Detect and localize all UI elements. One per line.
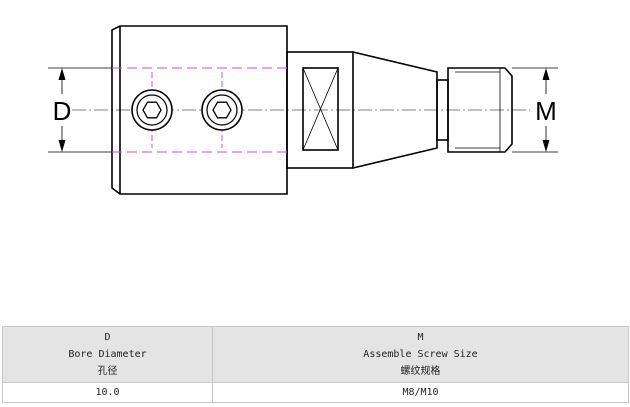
- tool-holder-drawing: D M: [48, 25, 558, 195]
- header-cell-screw: M Assemble Screw Size 螺纹规格: [212, 326, 629, 383]
- thread-dimension: [512, 67, 558, 153]
- spec-table: D Bore Diameter 孔径 M Assemble Screw Size…: [2, 326, 629, 403]
- header-cell-bore: D Bore Diameter 孔径: [2, 326, 213, 383]
- set-screw-right: [201, 72, 243, 148]
- header-symbol: D: [104, 332, 111, 343]
- table-row: 10.0 M8/M10: [2, 382, 629, 403]
- set-screw-left: [131, 72, 173, 148]
- table-header-row: D Bore Diameter 孔径 M Assemble Screw Size…: [2, 326, 629, 383]
- header-label-zh: 螺纹规格: [400, 366, 441, 377]
- header-symbol: M: [417, 332, 424, 343]
- header-label-en: Bore Diameter: [68, 349, 147, 360]
- header-label-zh: 孔径: [97, 366, 118, 377]
- header-label-en: Assemble Screw Size: [363, 349, 478, 360]
- bore-dimension: [48, 67, 112, 153]
- thread-dimension-label: M: [535, 96, 557, 126]
- table-cell-bore: 10.0: [2, 382, 213, 403]
- bore-dimension-label: D: [53, 96, 72, 126]
- table-cell-screw: M8/M10: [212, 382, 629, 403]
